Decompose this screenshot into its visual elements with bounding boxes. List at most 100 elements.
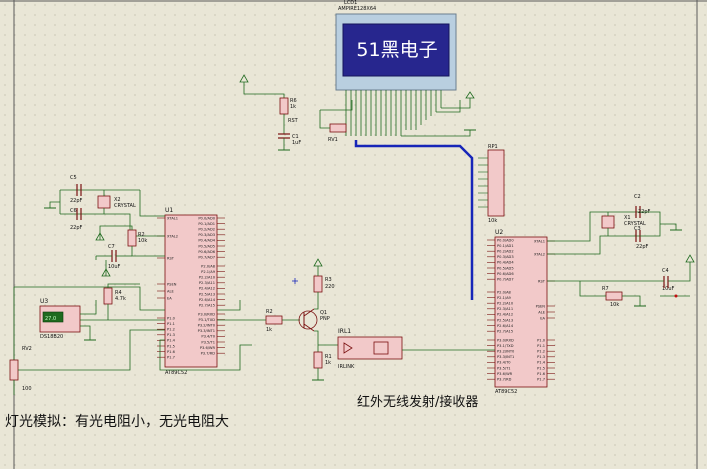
vcc-arrow-icon (95, 232, 105, 241)
r2-resistor (127, 229, 137, 247)
lcd-pin-row (345, 90, 442, 136)
u1-pin-label: P1.3 (167, 333, 175, 337)
rst-label: RST (288, 118, 299, 124)
u2-pin-label: P3.2/INT0 (497, 350, 515, 354)
c5-label: C5 (70, 175, 77, 181)
u2-mcu[interactable]: U2 AT89C52 P0.0/AD0P0.1/AD1P0.2/AD2P0.3/… (487, 229, 555, 395)
u1-body (164, 214, 218, 368)
u1-label: U1 (165, 207, 173, 214)
u1-pin-label: P1.7 (167, 356, 175, 360)
rp1-label: RP1 (488, 144, 498, 150)
c3-value: 22pF (636, 244, 649, 250)
u3-display-value: 27.0 (45, 316, 56, 322)
u1-pin-label: P3.4/T0 (201, 335, 215, 339)
u2-pin-label: PSEN (536, 304, 546, 308)
x2-label: X2 (114, 197, 121, 203)
lcd-component[interactable]: LCD1 AMPIRE128X64 (335, 0, 476, 137)
irl1-type: IRLINK (338, 364, 355, 370)
c1-value: 1uF (292, 140, 301, 146)
u1-mcu[interactable]: U1 AT89C52 XTAL1XTAL2RSTPSENALEEAP1.0P1.… (157, 207, 225, 376)
irl1-ir-link[interactable]: IRL1 IRLINK (337, 328, 495, 370)
rv1-label: RV1 (328, 137, 338, 143)
u3-type: DS18B20 (40, 334, 63, 340)
u2-pin-label: EA (540, 316, 545, 320)
x2-body (97, 195, 111, 209)
lcd-screen (342, 23, 450, 77)
power-arrow-icon (465, 91, 475, 99)
u1-reset-circuit[interactable]: R2 10k C7 10uF (95, 225, 165, 277)
r3-label: R3 (325, 277, 332, 283)
r1-resistor (313, 351, 323, 369)
u1-pin-label: P3.3/INT1 (198, 329, 215, 333)
c6-value: 22pF (70, 225, 83, 231)
u1-pin-label: P1.1 (167, 322, 175, 326)
x2-crystal-circuit[interactable]: C5 22pF C6 22pF X2 CRYSTAL (44, 175, 165, 237)
u2-pin-label: RST (538, 279, 546, 283)
r6-label: R6 (290, 98, 297, 104)
u2-pin-label: P3.1/TXD (497, 344, 514, 348)
rv2-potentiometer[interactable]: RV2 100 (9, 286, 165, 395)
u2-pin-label: P1.0 (537, 338, 546, 342)
rv1-potentiometer[interactable]: RV1 (319, 100, 353, 143)
u1-pin-label: P2.3/A11 (199, 281, 215, 285)
u2-reset-circuit[interactable]: C4 10uF R7 10k (547, 254, 695, 308)
u2-body (494, 236, 548, 388)
u2-pin-label: P2.7/A15 (497, 330, 513, 334)
u2-pin-label: P1.1 (537, 344, 545, 348)
reset-button-icon (674, 294, 678, 298)
r7-resistor (605, 291, 623, 301)
c6-label: C6 (70, 208, 77, 214)
x1-crystal-circuit[interactable]: X1 CRYSTAL C2 22pF C3 22pF (547, 194, 682, 255)
u1-pin-label: P2.4/A12 (199, 287, 215, 291)
rv2-body (9, 359, 19, 381)
ir-led-icon (343, 342, 353, 354)
r4-label: R4 (115, 290, 122, 296)
r1-label: R1 (325, 354, 332, 360)
q1-type: PNP (320, 316, 330, 322)
c4-label: C4 (662, 268, 669, 274)
u1-pin-label: P1.0 (167, 316, 176, 320)
u2-pin-label: P1.2 (537, 350, 545, 354)
r2-label: R2 (138, 232, 145, 238)
q1-driver-circuit[interactable]: R2 1k Q1 PNP R3 220 R1 1k (217, 258, 338, 381)
u2-pin-label: P0.0/AD0 (497, 238, 514, 242)
r4-resistor[interactable]: R4 4.7k (103, 283, 140, 320)
u1-pin-label: P2.2/A10 (199, 276, 216, 280)
u1-pin-label: P3.0/RXD (198, 312, 215, 316)
u1-pin-label: XTAL1 (167, 216, 178, 220)
u3-sensor[interactable]: U3 27.0 DS18B20 (39, 298, 165, 341)
u1-pin-label: P3.6/WR (200, 346, 216, 350)
rp1-resistor-pack[interactable]: RP1 10k (478, 144, 505, 224)
c7-label: C7 (108, 244, 115, 250)
u1-pin-label: PSEN (167, 282, 177, 286)
u2-pin-label: P3.0/RXD (497, 338, 514, 342)
x2-value: CRYSTAL (114, 203, 136, 209)
u2-pin-label: P0.5/AD5 (497, 266, 514, 270)
light-caption: 灯光模拟：有光电阻小，无光电阻大 (5, 414, 229, 430)
x1-body (601, 215, 615, 229)
u1-pin-label: P0.2/AD2 (198, 228, 215, 232)
rv2-label: RV2 (22, 346, 32, 352)
u2-pin-label: P0.4/AD4 (497, 261, 514, 265)
u1-pin-label: P2.7/A15 (199, 304, 215, 308)
r2b-value: 1k (266, 327, 272, 333)
u1-pin-label: P1.4 (167, 339, 176, 343)
u1-pin-label: P3.5/T1 (201, 340, 215, 344)
u2-pin-label: P1.5 (537, 366, 545, 370)
rv2-value: 100 (22, 386, 32, 392)
irl1-label: IRL1 (338, 328, 351, 335)
u1-pin-label: P0.5/AD5 (198, 244, 215, 248)
u2-pin-label: P0.6/AD6 (497, 272, 514, 276)
u1-pin-label: EA (167, 296, 172, 300)
u2-pin-label: P1.4 (537, 361, 546, 365)
u1-pin-label: P0.3/AD3 (198, 233, 215, 237)
r4-value: 4.7k (115, 296, 126, 302)
u2-type: AT89C52 (495, 389, 517, 395)
r3-value: 220 (325, 284, 335, 290)
u1-pin-label: P0.6/AD6 (198, 250, 215, 254)
lcd-model-label: AMPIRE128X64 (338, 6, 376, 12)
reset-circuit[interactable]: R6 1k RST C1 1uF (239, 74, 301, 151)
u2-pin-label: P3.5/T1 (497, 366, 511, 370)
r2b-resistor (265, 315, 283, 325)
